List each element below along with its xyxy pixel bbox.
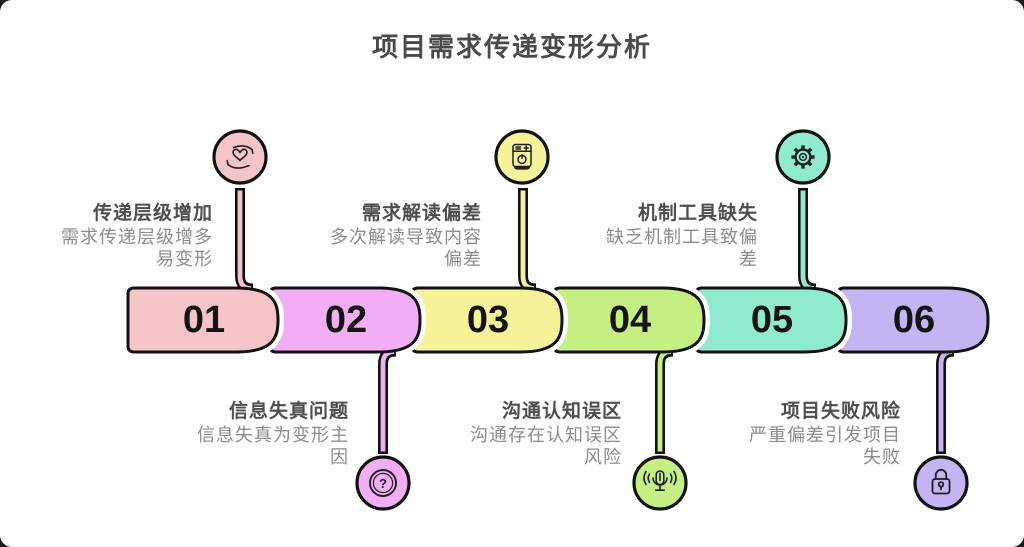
segment-03-number: 03 (466, 299, 510, 341)
segment-06-stem (938, 349, 953, 452)
callout-06: 项目失败风险 严重偏差引发项目 失败 (749, 400, 901, 468)
callout-02-desc-line1: 信息失真为变形主 (197, 425, 349, 445)
callout-05-desc-line1: 缺乏机制工具致偏 (606, 227, 758, 247)
callout-03: 需求解读偏差 多次解读导致内容 偏差 (330, 202, 482, 270)
segment-04-number: 04 (608, 299, 652, 341)
icon-badge-01 (212, 129, 268, 185)
segment-03-group (406, 188, 569, 358)
callout-05-title: 机制工具缺失 (637, 203, 758, 224)
segment-05-number: 05 (750, 299, 794, 341)
icon-badge-04 (632, 455, 688, 511)
callout-01: 传递层级增加 需求传递层级增多 易变形 (61, 202, 213, 270)
callout-01-desc-line1: 需求传递层级增多 (61, 227, 213, 247)
hands-heart-icon (226, 145, 254, 169)
callout-05-desc-line2: 差 (739, 249, 758, 269)
segment-02-stem (380, 349, 395, 452)
callout-06-desc-line2: 失败 (863, 447, 901, 467)
gear-icon (791, 145, 815, 169)
segment-03-stem (520, 190, 535, 291)
callout-04-desc-line2: 风险 (584, 447, 622, 467)
callout-05: 机制工具缺失 缺乏机制工具致偏 差 (606, 202, 758, 270)
callout-02: 信息失真问题 信息失真为变形主 因 (197, 400, 349, 468)
segment-04-stem (657, 349, 672, 452)
segment-01-group (122, 188, 285, 358)
callout-04-title: 沟通认知误区 (501, 401, 622, 422)
segment-06-number: 06 (892, 299, 936, 341)
segment-05-stem (800, 190, 815, 291)
page-title: 项目需求传递变形分析 (371, 32, 652, 62)
icon-badge-02: ? (355, 455, 411, 511)
segment-01-stem (237, 190, 252, 291)
svg-text:?: ? (379, 476, 387, 491)
microphone-waves-icon (643, 470, 677, 491)
segment-02-number: 02 (324, 299, 368, 341)
callout-01-desc-line2: 易变形 (156, 249, 213, 269)
question-mark-icon: ? (369, 469, 397, 497)
smart-device-power-icon (512, 143, 532, 170)
callout-02-title: 信息失真问题 (228, 401, 349, 422)
segment-01-shape (126, 286, 280, 354)
callout-06-desc-line1: 严重偏差引发项目 (749, 425, 901, 445)
lock-icon (931, 468, 951, 495)
icon-badge-03 (494, 129, 550, 185)
callout-01-title: 传递层级增加 (92, 203, 213, 224)
icon-badge-05 (775, 129, 831, 185)
callout-04-desc-line1: 沟通存在认知误区 (470, 425, 622, 445)
callout-03-desc-line2: 偏差 (444, 249, 482, 269)
callout-04: 沟通认知误区 沟通存在认知误区 风险 (470, 400, 622, 468)
segment-01-number: 01 (182, 299, 226, 341)
icon-badge-06 (913, 455, 969, 511)
callout-03-title: 需求解读偏差 (361, 203, 482, 224)
callout-02-desc-line2: 因 (330, 447, 349, 467)
callout-03-desc-line1: 多次解读导致内容 (330, 227, 482, 247)
segment-02-group (264, 282, 427, 454)
callout-06-title: 项目失败风险 (780, 401, 901, 422)
